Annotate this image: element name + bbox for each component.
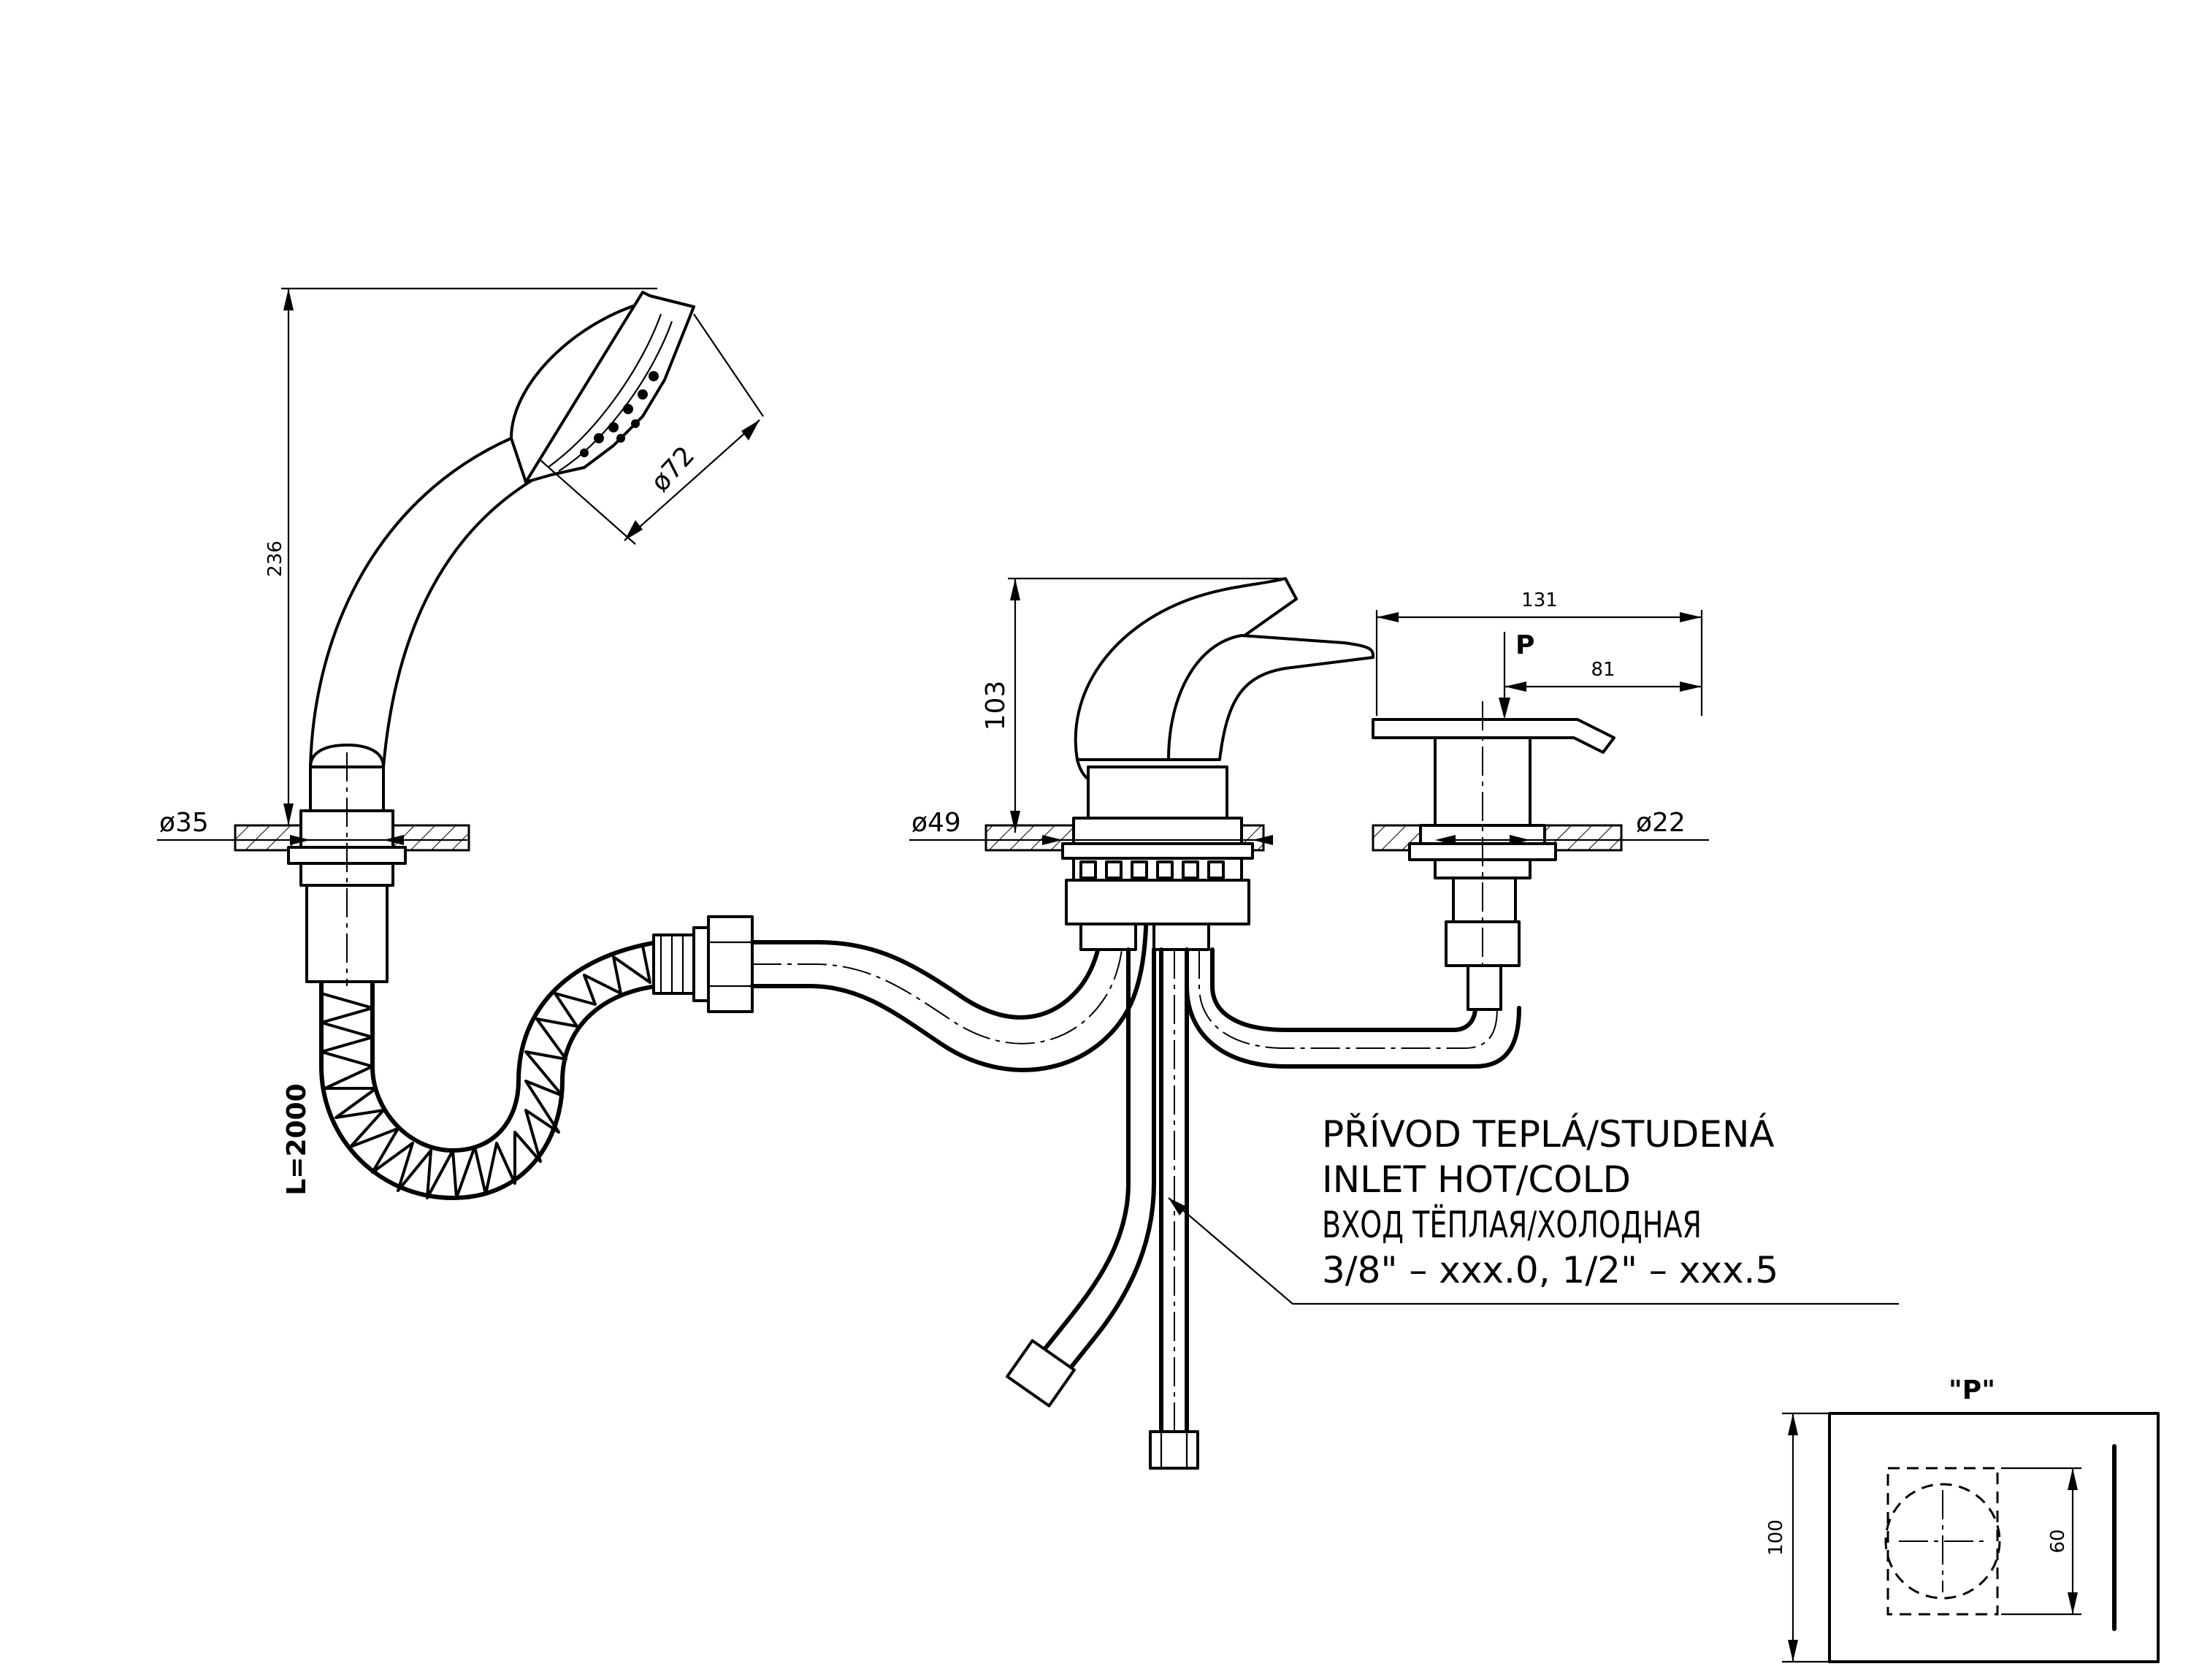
spout [1372,701,1615,1011]
mixer-body [1061,577,1374,951]
dim-mixer-base-diameter: ø49 [911,808,961,838]
spout-connector-pipe [1185,947,1521,1069]
detail-view-title: "P" [1949,1375,1995,1405]
dim-mixer-height: 103 [981,681,1011,731]
dim-detail-inner: 60 [2047,1529,2069,1553]
dim-shower-head-diameter: ø72 [646,440,701,497]
dim-spout-length: 131 [1521,589,1558,611]
dim-shower-base-diameter: ø35 [159,808,209,838]
shower-hose [319,940,659,1200]
dim-hose-length: L=2000 [282,1083,312,1195]
mixer-base-teeth [1079,860,1225,879]
dim-detail-height: 100 [1765,1519,1787,1556]
view-marker-p: P [1515,630,1534,660]
spray-holes [580,371,659,457]
inlet-note-line-sizes: 3/8" – xxx.0, 1/2" – xxx.5 [1322,1249,1778,1291]
dim-shower-height: 236 [264,541,286,577]
hose-nut [652,915,754,1013]
dim-spout-base-diameter: ø22 [1636,808,1686,838]
detail-view-p [1782,1412,2160,1663]
dimension-lines [157,287,1899,1305]
inlet-hoses [1006,947,1199,1470]
inlet-note: PŘÍVOD TEPLÁ/STUDENÁ INLET HOT/COLD ВХОД… [1322,1112,1778,1291]
inlet-note-line-cz: PŘÍVOD TEPLÁ/STUDENÁ [1322,1112,1775,1156]
hand-shower [287,291,695,986]
inlet-note-line-en: INLET HOT/COLD [1322,1158,1631,1201]
inlet-note-line-ru: ВХОД ТЁПЛАЯ/ХОЛОДНАЯ [1322,1204,1702,1246]
dim-spout-offset: 81 [1591,659,1615,681]
